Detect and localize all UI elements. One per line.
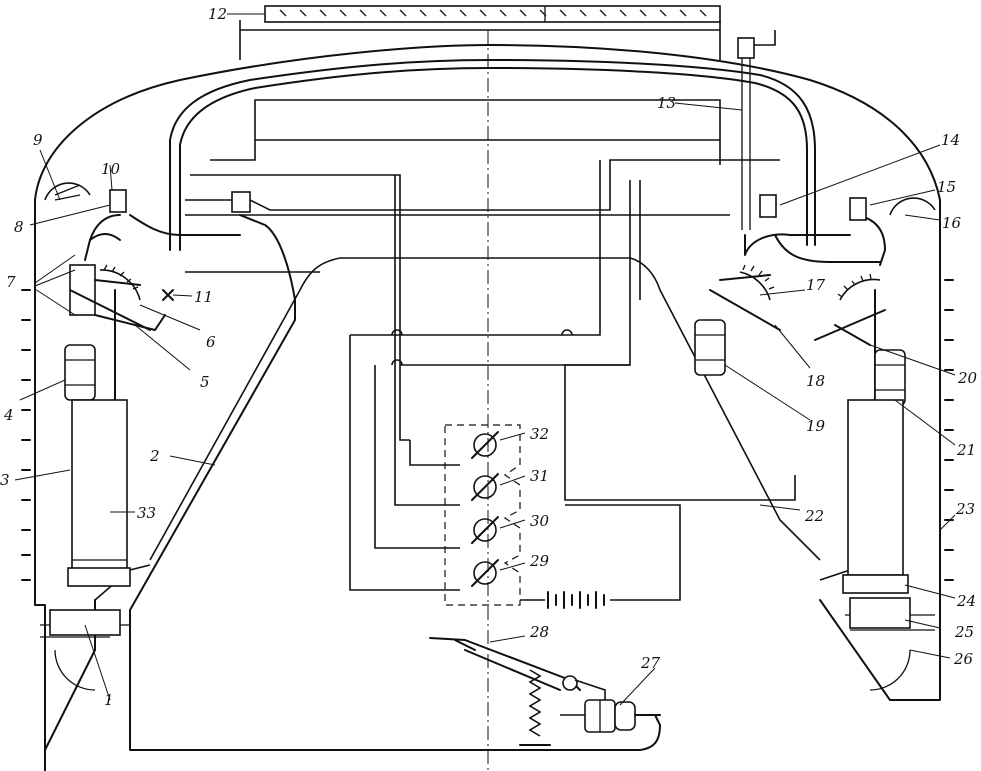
label-23: 23 xyxy=(955,500,975,518)
label-5: 5 xyxy=(200,373,210,391)
cylinder-19 xyxy=(694,319,726,376)
label-8: 8 xyxy=(14,218,24,236)
label-12: 12 xyxy=(208,5,227,23)
label-33: 33 xyxy=(137,504,156,522)
wheel-hub-25 xyxy=(849,597,911,629)
label-16: 16 xyxy=(942,214,962,232)
switch-panel xyxy=(444,424,681,609)
shock-absorber-24 xyxy=(847,399,904,576)
label-13: 13 xyxy=(657,94,676,112)
label-19: 19 xyxy=(806,417,826,435)
label-30: 30 xyxy=(530,512,550,530)
label-9: 9 xyxy=(33,131,43,149)
label-32: 32 xyxy=(530,425,549,443)
label-15: 15 xyxy=(937,178,956,196)
brake-pipes xyxy=(84,40,886,751)
left-side-ticks xyxy=(21,289,31,581)
cylinder-4 xyxy=(64,344,96,401)
label-18: 18 xyxy=(806,372,825,390)
label-7: 7 xyxy=(6,273,16,291)
label-11: 11 xyxy=(194,288,213,306)
battery xyxy=(520,504,681,609)
shock-absorber-33 xyxy=(71,399,128,571)
label-4: 4 xyxy=(3,406,14,424)
left-brake-assembly xyxy=(44,182,251,636)
switch-32 xyxy=(471,431,499,459)
fitting-11 xyxy=(162,289,174,301)
brake-pedal-28 xyxy=(429,637,606,746)
valve-10 xyxy=(109,189,127,213)
label-1: 1 xyxy=(104,691,114,709)
label-14: 14 xyxy=(941,131,960,149)
leader-lines xyxy=(14,13,956,706)
master-cylinder-27 xyxy=(584,699,661,733)
label-29: 29 xyxy=(529,552,550,570)
wheel-hub-1 xyxy=(49,609,121,636)
label-21: 21 xyxy=(956,441,976,459)
label-26: 26 xyxy=(953,650,974,668)
label-22: 22 xyxy=(804,507,824,525)
label-17: 17 xyxy=(806,276,826,294)
label-27: 27 xyxy=(640,654,661,672)
label-25: 25 xyxy=(954,623,974,641)
radiator-12 xyxy=(264,5,721,23)
label-28: 28 xyxy=(529,623,549,641)
switch-29 xyxy=(471,559,499,587)
right-brake-assembly xyxy=(694,30,936,629)
label-3: 3 xyxy=(0,471,10,489)
cylinder-21 xyxy=(874,349,906,406)
label-10: 10 xyxy=(101,160,121,178)
right-side-ticks xyxy=(944,279,954,581)
electric-wiring xyxy=(185,99,796,591)
label-31: 31 xyxy=(530,467,549,485)
label-20: 20 xyxy=(957,369,978,387)
label-6: 6 xyxy=(206,333,216,351)
switch-30 xyxy=(471,516,499,544)
valve-14 xyxy=(759,194,777,218)
valve-15 xyxy=(849,197,867,221)
callout-labels: 1 2 3 4 5 6 7 8 9 10 11 12 13 14 15 16 1… xyxy=(0,5,978,709)
label-2: 2 xyxy=(149,447,160,465)
label-24: 24 xyxy=(956,592,976,610)
headlamp-16 xyxy=(889,197,936,216)
headlamp-9 xyxy=(44,182,91,201)
switch-31 xyxy=(471,473,499,501)
